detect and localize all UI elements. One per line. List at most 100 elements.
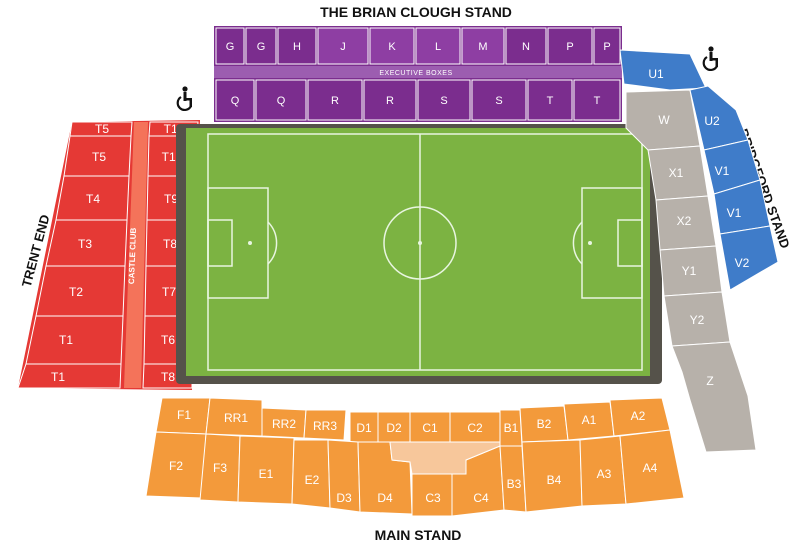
seat-block-K[interactable]: [369, 27, 415, 65]
seat-block-A4[interactable]: [619, 429, 685, 505]
seat-block-T1-2[interactable]: [17, 363, 122, 389]
block-label-G-2: G: [257, 41, 266, 53]
block-label-R-1: R: [331, 95, 339, 107]
seat-block-RR3[interactable]: [303, 409, 347, 441]
block-label-G-1: G: [226, 41, 235, 53]
seat-block-Q-1[interactable]: [215, 79, 255, 121]
seat-block-N[interactable]: [505, 27, 547, 65]
block-label-P-2: P: [603, 41, 610, 53]
block-label-W: W: [658, 113, 670, 127]
block-label-L: L: [435, 41, 441, 53]
north-lower-row: Q Q R R S S T T: [215, 79, 621, 121]
block-label-V1-1: V1: [715, 164, 730, 178]
block-label-Q-2: Q: [277, 95, 286, 107]
seat-block-T1-1[interactable]: [25, 315, 124, 365]
penalty-spot-right: [588, 241, 592, 245]
block-label-T8-2: T8: [161, 370, 175, 384]
block-label-T5-2: T5: [92, 150, 106, 164]
block-label-C4: C4: [473, 491, 489, 505]
tunnel-area: [389, 441, 501, 475]
seat-block-R-2[interactable]: [363, 79, 417, 121]
block-label-V2: V2: [735, 256, 750, 270]
seat-block-P-1[interactable]: [547, 27, 593, 65]
block-label-RR2: RR2: [272, 417, 296, 431]
executive-boxes-band[interactable]: [214, 66, 622, 78]
seat-block-V2[interactable]: [719, 225, 779, 291]
block-label-D1: D1: [356, 421, 372, 435]
south-stand: [145, 397, 685, 517]
block-label-Z: Z: [706, 374, 713, 388]
block-label-F1: F1: [177, 408, 191, 422]
block-label-F3: F3: [213, 461, 227, 475]
seat-block-G-2[interactable]: [245, 27, 277, 65]
seat-block-R-1[interactable]: [307, 79, 363, 121]
north-stand: G G H J K L M N P P EXECUTIVE BOXES Q Q …: [214, 26, 622, 122]
block-label-E1: E1: [259, 467, 274, 481]
seat-block-M[interactable]: [461, 27, 505, 65]
seat-block-Z[interactable]: [671, 341, 757, 453]
block-label-T7: T7: [162, 285, 176, 299]
castle-club-label: CASTLE CLUB: [127, 227, 138, 284]
pitch-grass: [186, 128, 650, 376]
block-label-M: M: [478, 41, 487, 53]
block-label-A3: A3: [597, 467, 612, 481]
block-label-T5-1: T5: [95, 122, 109, 136]
block-label-T9: T9: [164, 192, 178, 206]
block-label-X1: X1: [669, 166, 684, 180]
block-label-B2: B2: [537, 417, 552, 431]
block-label-Q-1: Q: [231, 95, 240, 107]
seat-block-S-1[interactable]: [417, 79, 471, 121]
seat-block-T-1[interactable]: [527, 79, 573, 121]
block-label-B1: B1: [504, 421, 519, 435]
block-label-N: N: [522, 41, 530, 53]
block-label-T3: T3: [78, 237, 92, 251]
block-label-D3: D3: [336, 491, 352, 505]
block-label-R-2: R: [386, 95, 394, 107]
seat-block-J[interactable]: [317, 27, 369, 65]
block-label-C3: C3: [425, 491, 441, 505]
seat-block-S-2[interactable]: [471, 79, 527, 121]
block-label-C2: C2: [467, 421, 483, 435]
block-label-S-1: S: [440, 95, 447, 107]
north-stand-title: THE BRIAN CLOUGH STAND: [320, 4, 512, 20]
seat-block-G-1[interactable]: [215, 27, 245, 65]
south-stand-title: MAIN STAND: [375, 527, 462, 543]
seat-block-C1[interactable]: [409, 411, 451, 443]
block-label-K: K: [388, 41, 396, 53]
block-label-T-1: T: [547, 95, 554, 107]
seat-block-D2[interactable]: [377, 411, 411, 443]
block-label-H: H: [293, 41, 301, 53]
seat-block-L[interactable]: [415, 27, 461, 65]
seat-block-Q-2[interactable]: [255, 79, 307, 121]
north-upper-row: G G H J K L M N P P: [215, 27, 621, 65]
seat-block-U2[interactable]: [689, 85, 749, 151]
centre-spot: [418, 241, 422, 245]
block-label-A2: A2: [631, 409, 646, 423]
block-label-J: J: [340, 41, 346, 53]
block-label-E2: E2: [305, 473, 320, 487]
penalty-spot-left: [248, 241, 252, 245]
block-label-D2: D2: [386, 421, 402, 435]
seat-block-T-2[interactable]: [573, 79, 621, 121]
block-label-RR1: RR1: [224, 411, 248, 425]
block-label-S-2: S: [495, 95, 502, 107]
block-label-B4: B4: [547, 473, 562, 487]
block-label-T-2: T: [594, 95, 601, 107]
seat-block-H[interactable]: [277, 27, 317, 65]
castle-club-band[interactable]: [124, 122, 148, 388]
seat-block-U1[interactable]: [619, 49, 707, 91]
block-label-T8-1: T8: [163, 237, 177, 251]
south-stand-labels: F1 RR1 RR2 RR3 D1 D2 C1 C2 B1 B2 A1 A2 F…: [169, 408, 658, 505]
east-stand: W X1 X2 Y1 Y2 Z U1 U2 V1 V1 V2: [619, 49, 779, 453]
block-label-A4: A4: [643, 461, 658, 475]
block-label-A1: A1: [582, 413, 597, 427]
block-label-C1: C1: [422, 421, 438, 435]
block-label-D4: D4: [377, 491, 393, 505]
seat-block-P-2[interactable]: [593, 27, 621, 65]
block-label-Y2: Y2: [690, 313, 705, 327]
block-label-V1-2: V1: [727, 206, 742, 220]
seat-block-C2[interactable]: [449, 411, 501, 443]
block-label-T2: T2: [69, 285, 83, 299]
